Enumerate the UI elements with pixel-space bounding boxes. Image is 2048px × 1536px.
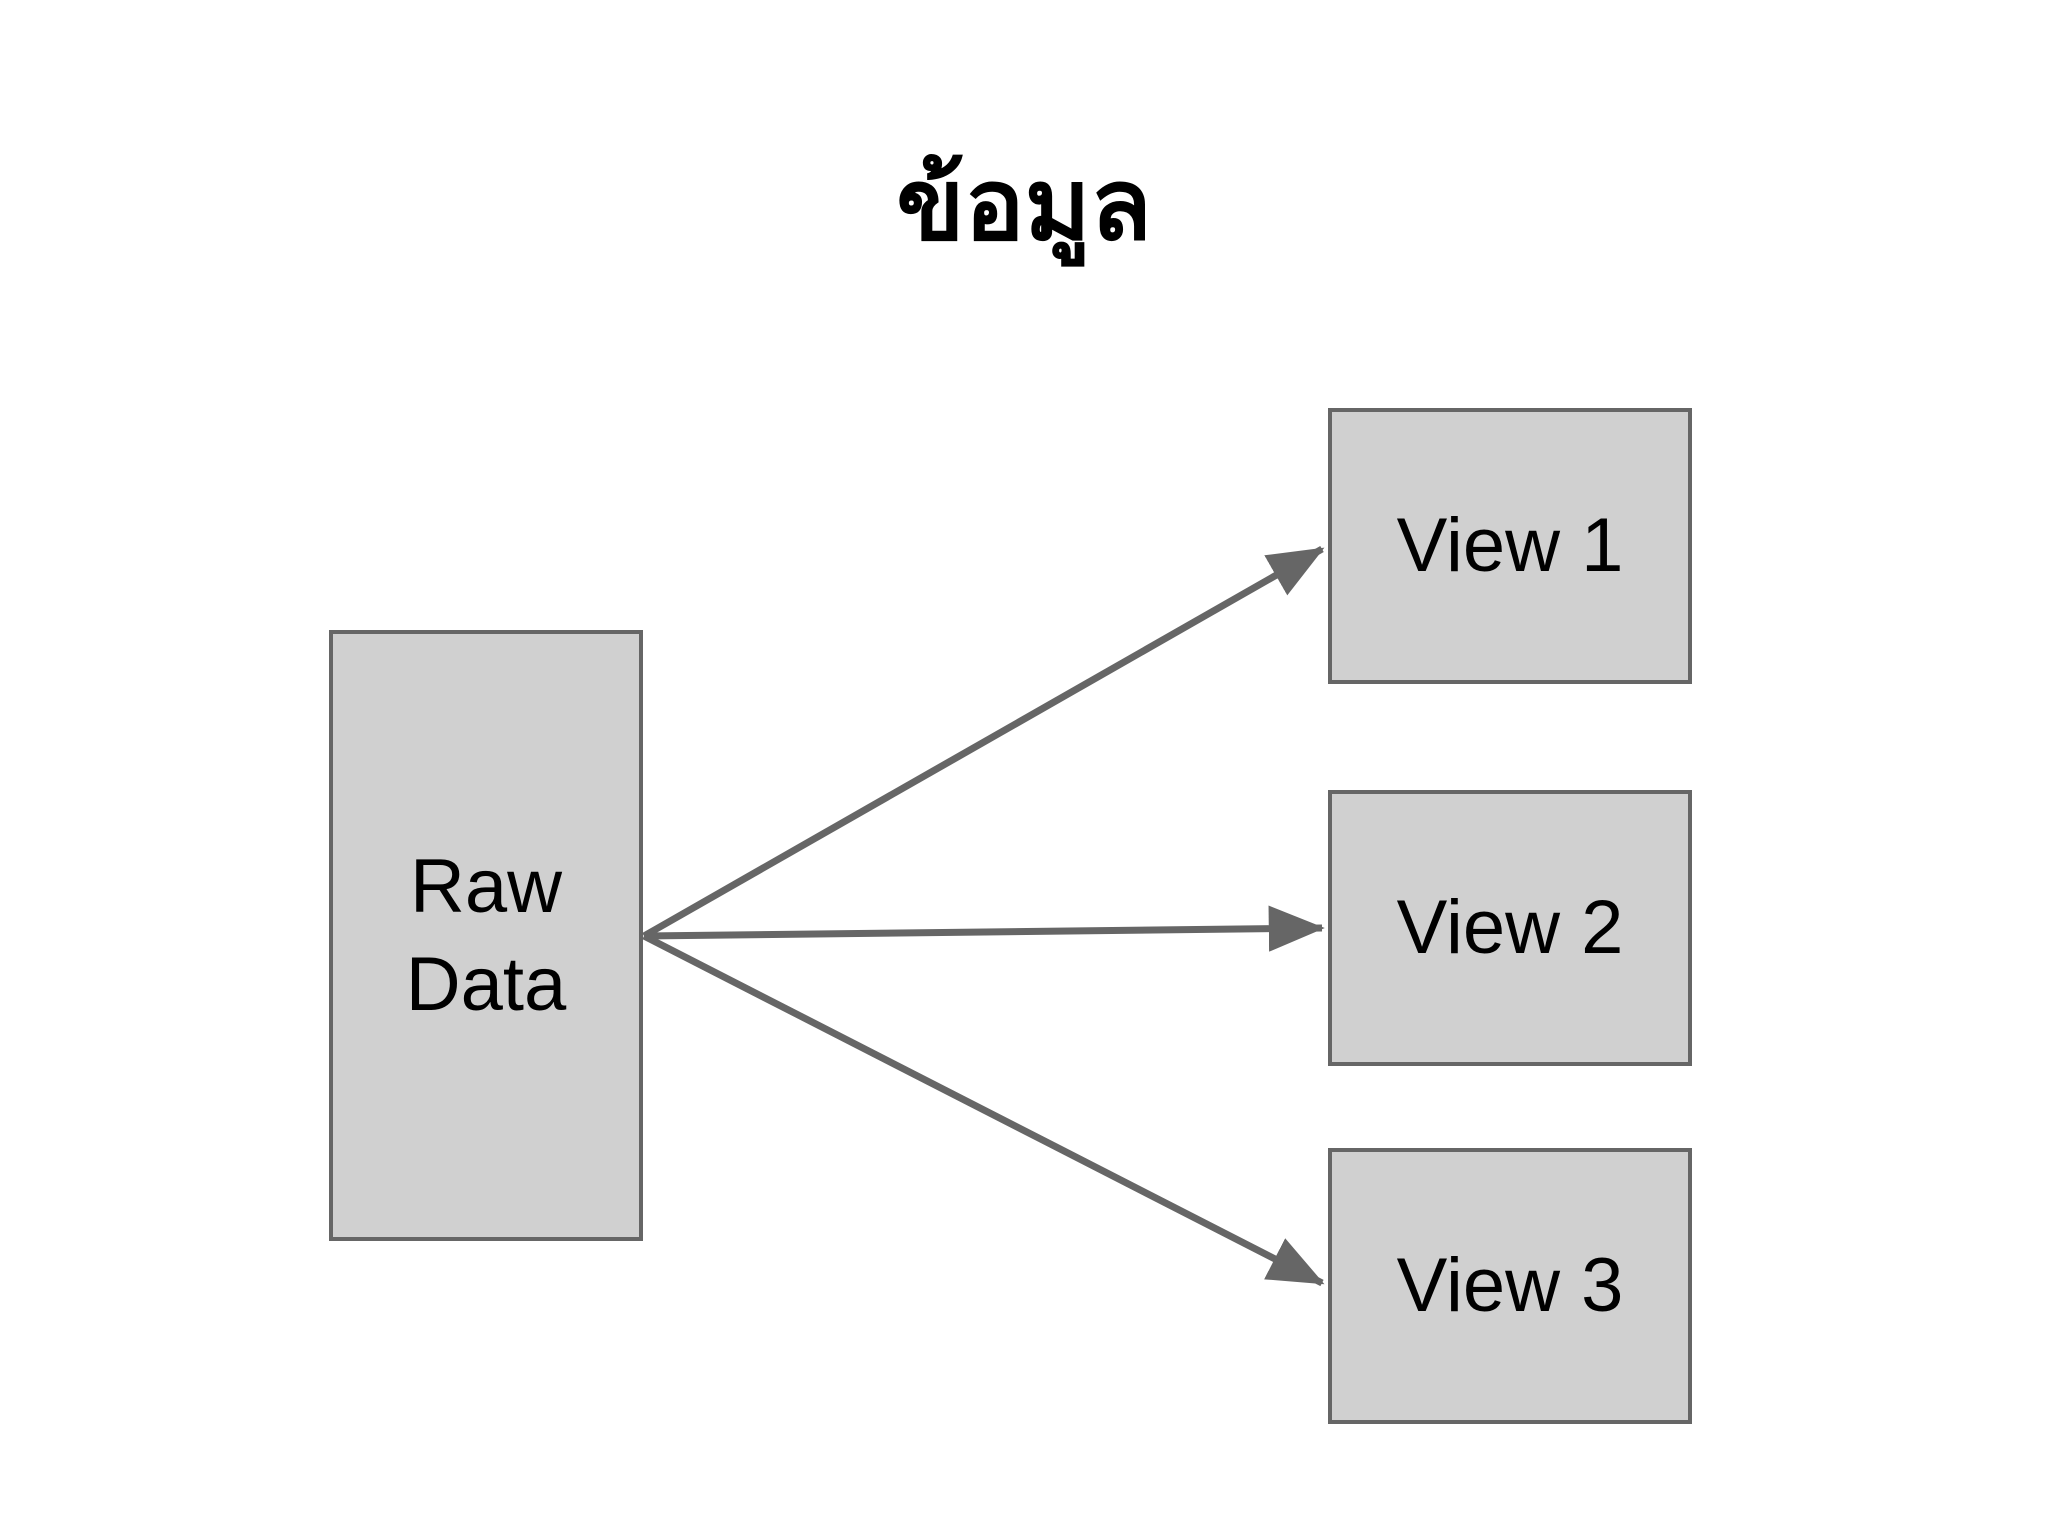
- node-view-2-label: View 2: [1396, 885, 1624, 971]
- node-view-3-label: View 3: [1396, 1243, 1624, 1329]
- node-view-1: View 1: [1328, 408, 1692, 684]
- arrow-raw-data-to-view-3: [642, 932, 1325, 1287]
- node-raw-data-label: Raw Data: [405, 844, 567, 1027]
- node-view-2: View 2: [1328, 790, 1692, 1066]
- arrow-raw-data-to-view-2: [643, 905, 1325, 952]
- node-raw-data: Raw Data: [329, 630, 643, 1241]
- arrow-raw-data-to-view-1: [642, 545, 1325, 940]
- node-view-1-label: View 1: [1396, 503, 1624, 589]
- diagram-title: ข้อมูล: [896, 149, 1152, 261]
- node-view-3: View 3: [1328, 1148, 1692, 1424]
